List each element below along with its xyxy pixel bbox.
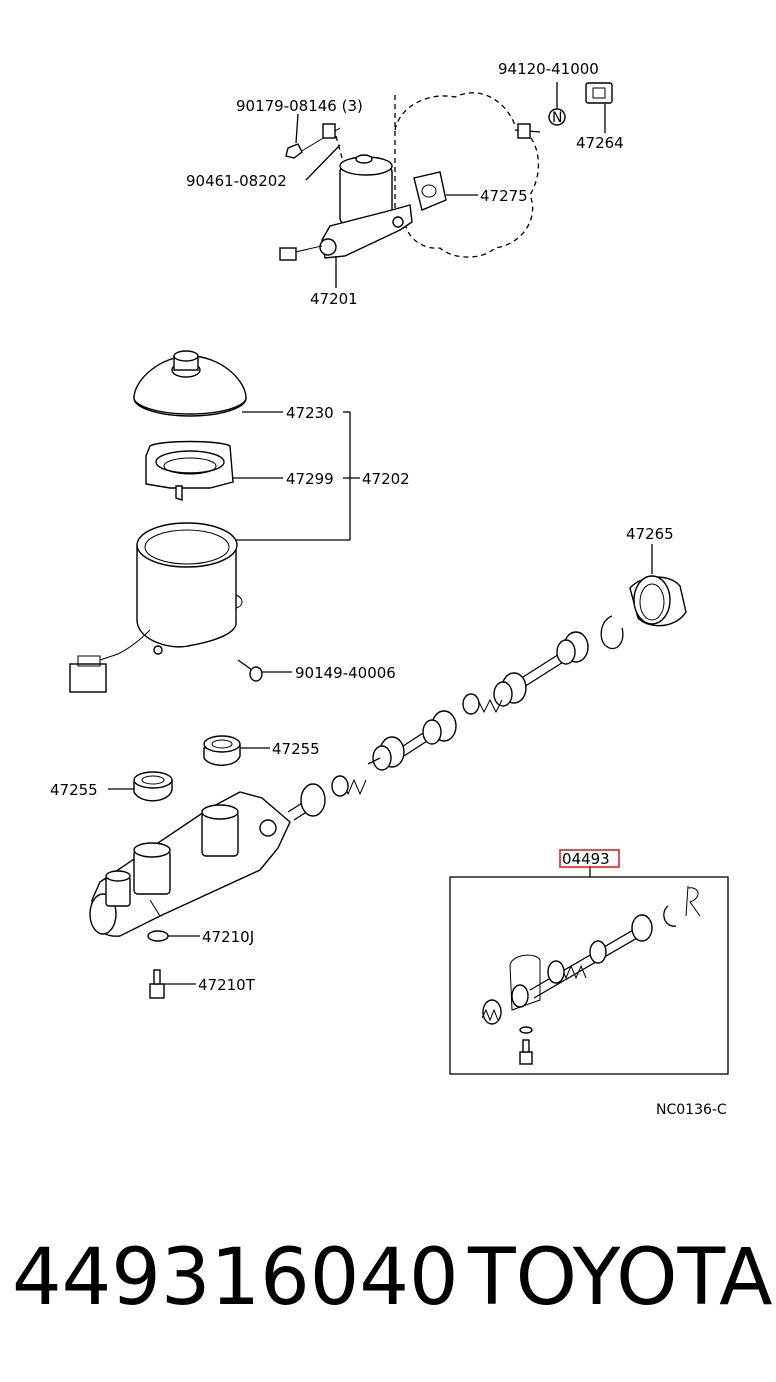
- label-04493: 04493: [562, 850, 610, 868]
- diagram-code: NC0136-C: [656, 1102, 727, 1118]
- leader-lines-top: [295, 82, 606, 288]
- leader-lines-pistons: [108, 544, 653, 790]
- kit-number-highlight: [559, 849, 620, 868]
- label-47275: 47275: [480, 187, 528, 205]
- footer-part-number: 449316040: [12, 1233, 459, 1323]
- label-47264: 47264: [576, 134, 624, 152]
- label-47210t: 47210T: [198, 976, 256, 994]
- label-47201: 47201: [310, 290, 358, 308]
- footer-brand: TOYOTA: [467, 1233, 773, 1323]
- primary-piston: [331, 710, 457, 797]
- part-labels: 94120-41000 90179-08146 (3) N 47264 9046…: [50, 60, 727, 1118]
- reservoir-tank: [69, 522, 243, 693]
- label-47255-upper: 47255: [272, 740, 320, 758]
- repair-kit-box: [449, 849, 729, 1075]
- label-47265: 47265: [626, 525, 674, 543]
- label-90461-08202: 90461-08202: [186, 172, 287, 190]
- label-47255-lower: 47255: [50, 781, 98, 799]
- label-47299: 47299: [286, 470, 334, 488]
- snap-ring-and-boot: [600, 575, 687, 650]
- bolt-90149: [237, 659, 263, 682]
- label-90149-40006: 90149-40006: [295, 664, 396, 682]
- washer-and-bleeder: [147, 930, 169, 999]
- reservoir-cap: [133, 350, 247, 417]
- master-cylinder-body: [89, 783, 326, 937]
- grommets: [133, 735, 241, 802]
- label-47230: 47230: [286, 404, 334, 422]
- booster-assembly: [279, 82, 613, 261]
- label-n: N: [552, 110, 562, 126]
- label-94120-41000: 94120-41000: [498, 60, 599, 78]
- leader-lines-reservoir: [233, 411, 360, 541]
- label-47210j: 47210J: [202, 928, 254, 946]
- reservoir-strainer: [145, 440, 234, 501]
- label-47202: 47202: [362, 470, 410, 488]
- label-90179-08146: 90179-08146 (3): [236, 97, 363, 115]
- secondary-piston-rod: [462, 631, 589, 715]
- leader-lines-body: [164, 935, 200, 985]
